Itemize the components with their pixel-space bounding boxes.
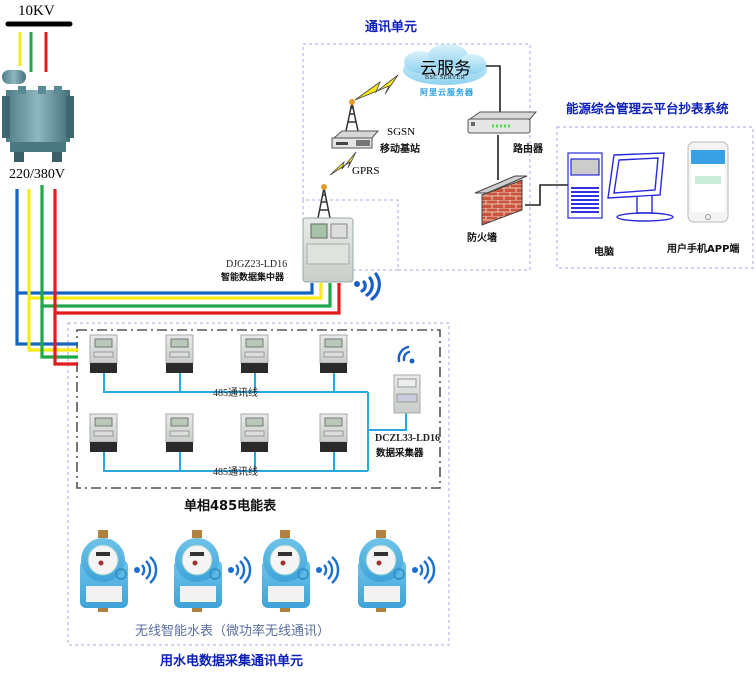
lightning-icon-gprs xyxy=(329,151,357,176)
electric-meter xyxy=(240,334,269,373)
water-meter-label: 无线智能水表（微功率无线通讯） xyxy=(135,624,331,639)
wifi-icon-water-meter xyxy=(412,556,436,584)
firewall-label: 防火墙 xyxy=(467,233,497,244)
cloud-service-title: 云服务 xyxy=(420,59,471,78)
cloud-service-icon xyxy=(403,44,487,85)
electric-meter-group-boundary xyxy=(76,329,441,489)
cloud-provider-label: 阿里云服务器 xyxy=(420,88,474,97)
water-meter xyxy=(80,530,128,612)
water-meter xyxy=(262,530,310,612)
collection-unit-title: 用水电数据采集通讯单元 xyxy=(160,654,304,669)
phone-app-label: 用户手机APP端 xyxy=(667,244,740,255)
router-label: 路由器 xyxy=(513,144,543,155)
water-meter xyxy=(174,530,222,612)
monitor-icon xyxy=(607,152,674,222)
hv-voltage-label: 10KV xyxy=(18,3,55,19)
collector-model: DCZL33-LD16 xyxy=(375,433,441,444)
lv-voltage-label: 220/380V xyxy=(9,167,65,182)
collector-name: 数据采集器 xyxy=(376,448,424,459)
tower-icon-top xyxy=(345,99,359,132)
platform-boundary xyxy=(556,126,754,269)
electric-meter xyxy=(319,334,348,373)
sgsn-device-icon xyxy=(331,130,380,149)
lv-wires xyxy=(15,185,341,366)
electric-meter xyxy=(89,413,118,452)
network-links xyxy=(478,65,568,206)
electric-meter xyxy=(165,334,194,373)
cloud-service-subtitle: BSC SERVER xyxy=(425,75,466,81)
collection-unit-boundary xyxy=(67,322,450,646)
tower-icon-concentrator xyxy=(317,184,331,219)
lightning-icon-cloud xyxy=(354,74,399,101)
collector-device-icon xyxy=(393,374,421,414)
phone-app-icon xyxy=(687,141,729,223)
electric-meter xyxy=(319,413,348,452)
base-station-label: 移动基站 xyxy=(380,144,420,155)
electric-meter-group-label: 单相485电能表 xyxy=(184,499,277,514)
computer-label: 电脑 xyxy=(594,247,614,258)
gprs-label: GPRS xyxy=(352,165,380,177)
electric-meters xyxy=(89,334,348,452)
comm-unit-title: 通讯单元 xyxy=(365,20,418,35)
concentrator-model: DJGZ23-LD16 xyxy=(226,259,288,270)
electric-meter xyxy=(89,334,118,373)
concentrator-device-icon xyxy=(302,217,354,283)
concentrator-box-boundary xyxy=(302,200,398,271)
wifi-icon-water-meter xyxy=(316,556,340,584)
rs485-bus-label-top: 485通讯线 xyxy=(213,388,258,399)
sgsn-label: SGSN xyxy=(387,126,416,138)
wifi-icon-water-meter xyxy=(228,556,252,584)
wifi-icon-concentrator xyxy=(354,272,381,301)
wifi-icon-water-meter xyxy=(134,556,158,584)
electric-meter xyxy=(240,413,269,452)
rs485-bus xyxy=(103,373,407,472)
transformer-icon xyxy=(2,70,74,162)
electric-meter xyxy=(165,413,194,452)
router-icon xyxy=(467,111,538,134)
computer-tower-icon xyxy=(567,152,603,219)
firewall-icon xyxy=(474,175,528,226)
concentrator-name: 智能数据集中器 xyxy=(221,273,285,283)
water-meter xyxy=(358,530,406,612)
platform-title: 能源综合管理云平台抄表系统 xyxy=(566,101,729,116)
rs485-bus-label-bottom: 485通讯线 xyxy=(213,467,258,478)
water-meters xyxy=(80,530,436,612)
wifi-icon-collector xyxy=(397,345,415,364)
